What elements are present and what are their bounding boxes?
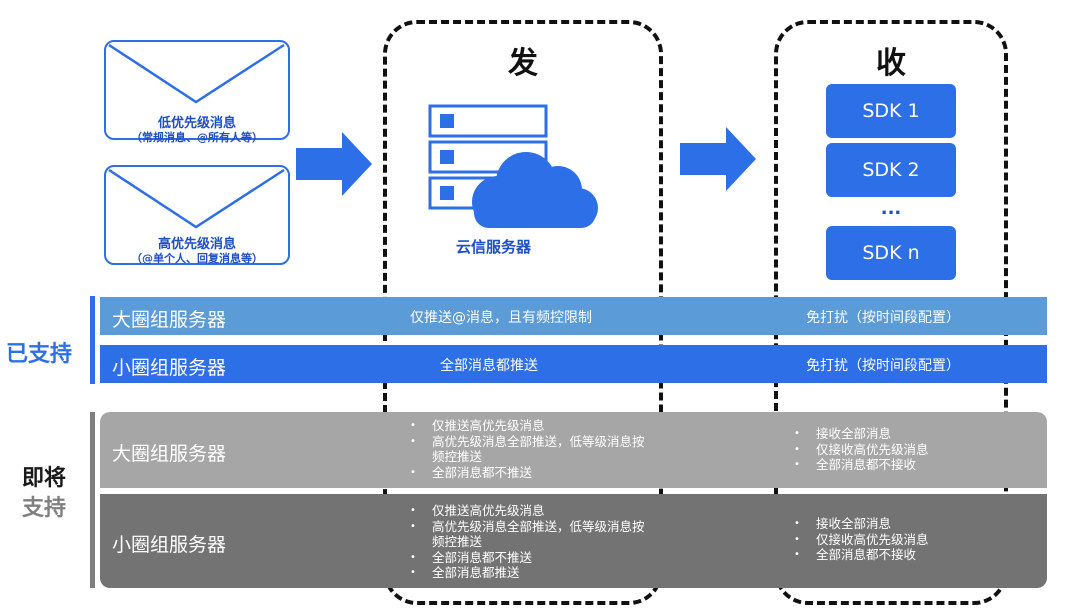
sdk-1-box: SDK 1 <box>826 84 956 138</box>
receive-column-title: 收 <box>876 46 906 81</box>
send-column-title: 发 <box>508 46 538 81</box>
row-send-bullets: 仅推送高优先级消息 高优先级消息全部推送，低等级消息按频控推送 全部消息都不推送… <box>408 503 648 581</box>
row-large-group-upcoming: 大圈组服务器 仅推送高优先级消息 高优先级消息全部推送，低等级消息按频控推送 全… <box>100 412 1047 488</box>
arrow-right-icon <box>296 132 372 196</box>
list-item: 仅推送高优先级消息 <box>408 418 648 434</box>
row-send-text: 全部消息都推送 <box>440 358 538 374</box>
sdk-ellipsis: ... <box>880 198 902 219</box>
list-item: 全部消息都不推送 <box>408 550 648 566</box>
row-receive-text: 免打扰（按时间段配置） <box>806 358 960 374</box>
low-priority-envelope: 低优先级消息 （常规消息、@所有人等） <box>104 40 290 144</box>
row-label: 小圈组服务器 <box>112 534 227 556</box>
sdk-2-box: SDK 2 <box>826 143 956 197</box>
row-label: 大圈组服务器 <box>112 309 227 331</box>
high-priority-subtitle: （@单个人、回复消息等） <box>131 252 263 265</box>
upcoming-bar <box>90 412 95 588</box>
upcoming-label-line1: 即将 <box>22 466 67 491</box>
list-item: 接收全部消息 <box>792 516 992 532</box>
low-priority-subtitle: （常规消息、@所有人等） <box>131 131 263 144</box>
list-item: 全部消息都不接收 <box>792 457 992 473</box>
low-priority-title: 低优先级消息 <box>157 116 236 131</box>
list-item: 高优先级消息全部推送，低等级消息按频控推送 <box>408 434 648 465</box>
list-item: 高优先级消息全部推送，低等级消息按频控推送 <box>408 519 648 550</box>
list-item: 仅推送高优先级消息 <box>408 503 648 519</box>
row-send-bullets: 仅推送高优先级消息 高优先级消息全部推送，低等级消息按频控推送 全部消息都不推送 <box>408 418 648 480</box>
row-small-group-upcoming: 小圈组服务器 仅推送高优先级消息 高优先级消息全部推送，低等级消息按频控推送 全… <box>100 494 1047 588</box>
arrow-right-icon <box>680 127 756 191</box>
row-receive-bullets: 接收全部消息 仅接收高优先级消息 全部消息都不接收 <box>792 426 992 473</box>
row-label: 大圈组服务器 <box>112 443 227 465</box>
sdk-n-box: SDK n <box>826 226 956 280</box>
list-item: 全部消息都不推送 <box>408 465 648 481</box>
supported-bar <box>90 296 95 384</box>
row-label: 小圈组服务器 <box>112 357 227 379</box>
list-item: 接收全部消息 <box>792 426 992 442</box>
supported-label: 已支持 <box>6 342 73 367</box>
row-receive-bullets: 接收全部消息 仅接收高优先级消息 全部消息都不接收 <box>792 516 992 563</box>
list-item: 全部消息都推送 <box>408 565 648 581</box>
list-item: 仅接收高优先级消息 <box>792 442 992 458</box>
row-receive-text: 免打扰（按时间段配置） <box>806 310 960 326</box>
high-priority-title: 高优先级消息 <box>157 237 236 252</box>
envelope-icon <box>108 168 285 229</box>
row-send-text: 仅推送@消息，且有频控限制 <box>410 310 592 326</box>
upcoming-label-line2: 支持 <box>22 496 67 521</box>
envelope-icon <box>108 43 285 104</box>
server-label: 云信服务器 <box>456 238 532 256</box>
row-large-group-supported: 大圈组服务器 仅推送@消息，且有频控限制 免打扰（按时间段配置） <box>100 297 1047 335</box>
row-small-group-supported: 小圈组服务器 全部消息都推送 免打扰（按时间段配置） <box>100 345 1047 383</box>
high-priority-envelope: 高优先级消息 （@单个人、回复消息等） <box>104 165 290 265</box>
server-cloud-icon <box>428 104 598 228</box>
list-item: 全部消息都不接收 <box>792 547 992 563</box>
list-item: 仅接收高优先级消息 <box>792 532 992 548</box>
